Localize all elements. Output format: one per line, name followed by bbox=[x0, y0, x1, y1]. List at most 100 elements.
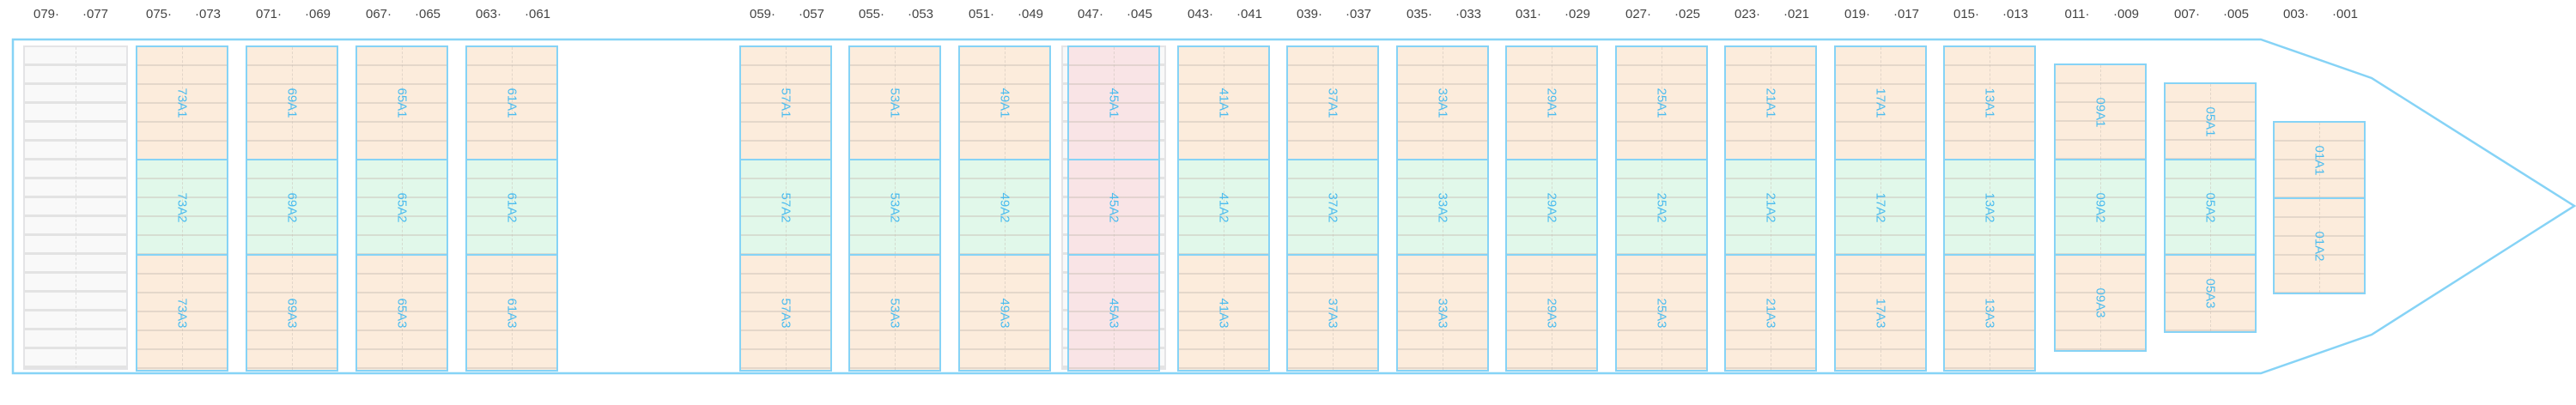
bay-slot[interactable]: 17A2 bbox=[1834, 159, 1927, 256]
slot-centerline bbox=[2319, 123, 2320, 197]
slot-label: 09A3 bbox=[2093, 287, 2108, 318]
bay-slot[interactable]: 61A3 bbox=[465, 254, 558, 372]
slot-label: 05A3 bbox=[2202, 278, 2218, 309]
bay-slot[interactable]: 69A3 bbox=[246, 254, 338, 372]
bay-slot[interactable]: 37A1 bbox=[1286, 45, 1379, 160]
slot-label: 21A1 bbox=[1763, 88, 1778, 118]
bay-slot[interactable]: 29A3 bbox=[1505, 254, 1598, 372]
bay-slot[interactable]: 57A1 bbox=[739, 45, 832, 160]
bay-slot[interactable]: 05A3 bbox=[2164, 254, 2257, 333]
bay-slot[interactable]: 61A2 bbox=[465, 159, 558, 256]
bay-slot[interactable]: 49A1 bbox=[958, 45, 1051, 160]
bay-header-right: ·041 bbox=[1236, 7, 1263, 21]
slot-centerline bbox=[402, 256, 403, 370]
bay-slot[interactable]: 53A3 bbox=[848, 254, 941, 372]
slot-centerline bbox=[2210, 84, 2211, 159]
bay-slot[interactable]: 25A3 bbox=[1615, 254, 1708, 372]
bay-header-left: 031· bbox=[1515, 7, 1542, 21]
slot-label: 25A2 bbox=[1654, 191, 1669, 223]
slot-label: 65A1 bbox=[394, 88, 410, 118]
slot-label: 65A3 bbox=[394, 297, 410, 329]
slot-label: 01A2 bbox=[2312, 230, 2327, 262]
bay-slot[interactable]: 69A2 bbox=[246, 159, 338, 256]
bay-slot[interactable]: 01A2 bbox=[2273, 197, 2366, 294]
slot-label: 57A3 bbox=[778, 297, 793, 329]
bay-slot[interactable]: 13A2 bbox=[1943, 159, 2036, 256]
bay-slot[interactable]: 65A3 bbox=[355, 254, 448, 372]
bay-slot[interactable]: 73A2 bbox=[136, 159, 228, 256]
bay-slot[interactable]: 61A1 bbox=[465, 45, 558, 160]
bay-header-left: 007· bbox=[2173, 7, 2201, 21]
bay-slot[interactable]: 49A3 bbox=[958, 254, 1051, 372]
bay-slot[interactable]: 09A1 bbox=[2054, 63, 2147, 160]
bay-slot[interactable]: 37A3 bbox=[1286, 254, 1379, 372]
slot-centerline bbox=[292, 256, 293, 370]
slot-label: 61A2 bbox=[504, 191, 519, 223]
bay-slot[interactable]: 53A1 bbox=[848, 45, 941, 160]
bay-slot[interactable]: 33A1 bbox=[1396, 45, 1489, 160]
bay-slot[interactable]: 45A1 bbox=[1067, 45, 1160, 160]
bay-slot[interactable]: 05A1 bbox=[2164, 82, 2257, 160]
bay-slot[interactable]: 13A3 bbox=[1943, 254, 2036, 372]
slot-label: 33A2 bbox=[1435, 191, 1450, 223]
slot-label: 37A3 bbox=[1325, 297, 1340, 329]
slot-centerline bbox=[2210, 160, 2211, 254]
slot-centerline bbox=[895, 160, 896, 254]
bay-slot[interactable]: 57A2 bbox=[739, 159, 832, 256]
slot-label: 13A3 bbox=[1982, 297, 1997, 329]
slot-label: 05A2 bbox=[2202, 191, 2218, 223]
bay-slot[interactable]: 41A3 bbox=[1177, 254, 1270, 372]
bay-header-right: ·061 bbox=[524, 7, 551, 21]
bay-slot[interactable]: 29A1 bbox=[1505, 45, 1598, 160]
slot-label: 57A2 bbox=[778, 191, 793, 223]
slot-centerline bbox=[786, 256, 787, 370]
bay-slot[interactable]: 65A2 bbox=[355, 159, 448, 256]
bay-slot[interactable]: 45A3 bbox=[1067, 254, 1160, 372]
bay-header-right: ·037 bbox=[1345, 7, 1372, 21]
bay-slot[interactable]: 05A2 bbox=[2164, 159, 2257, 256]
bay-slot[interactable]: 41A1 bbox=[1177, 45, 1270, 160]
bay-slot[interactable]: 25A2 bbox=[1615, 159, 1708, 256]
slot-label: 73A1 bbox=[174, 88, 190, 118]
slot-centerline bbox=[895, 256, 896, 370]
bay-slot[interactable]: 49A2 bbox=[958, 159, 1051, 256]
slot-label: 25A1 bbox=[1654, 88, 1669, 118]
bay-slot[interactable]: 65A1 bbox=[355, 45, 448, 160]
bay-slot[interactable]: 69A1 bbox=[246, 45, 338, 160]
bay-slot[interactable]: 73A3 bbox=[136, 254, 228, 372]
bay-header-left: 063· bbox=[475, 7, 502, 21]
bay-header-left: 047· bbox=[1077, 7, 1104, 21]
bay-slot[interactable]: 33A3 bbox=[1396, 254, 1489, 372]
bay-slot[interactable]: 21A1 bbox=[1724, 45, 1817, 160]
bay-slot[interactable]: 33A2 bbox=[1396, 159, 1489, 256]
slot-label: 37A2 bbox=[1325, 191, 1340, 223]
slot-label: 09A2 bbox=[2093, 191, 2108, 223]
bay-header-right: ·057 bbox=[798, 7, 825, 21]
slot-label: 49A2 bbox=[997, 191, 1012, 223]
bay-slot[interactable]: 37A2 bbox=[1286, 159, 1379, 256]
empty-bay bbox=[23, 45, 128, 370]
bay-slot[interactable]: 41A2 bbox=[1177, 159, 1270, 256]
bay-header-left: 067· bbox=[365, 7, 392, 21]
bay-slot[interactable]: 21A3 bbox=[1724, 254, 1817, 372]
bay-header-left: 055· bbox=[858, 7, 885, 21]
slot-label: 41A2 bbox=[1216, 191, 1231, 223]
slot-centerline bbox=[1333, 160, 1334, 254]
slot-label: 61A3 bbox=[504, 297, 519, 329]
bay-slot[interactable]: 01A1 bbox=[2273, 121, 2366, 199]
bay-slot[interactable]: 09A3 bbox=[2054, 254, 2147, 352]
bay-slot[interactable]: 13A1 bbox=[1943, 45, 2036, 160]
bay-header-right: ·017 bbox=[1893, 7, 1920, 21]
bay-slot[interactable]: 57A3 bbox=[739, 254, 832, 372]
bay-slot[interactable]: 09A2 bbox=[2054, 159, 2147, 256]
bay-slot[interactable]: 17A1 bbox=[1834, 45, 1927, 160]
slot-centerline bbox=[402, 47, 403, 159]
bay-slot[interactable]: 25A1 bbox=[1615, 45, 1708, 160]
bay-slot[interactable]: 73A1 bbox=[136, 45, 228, 160]
bay-slot[interactable]: 17A3 bbox=[1834, 254, 1927, 372]
bay-slot[interactable]: 45A2 bbox=[1067, 159, 1160, 256]
bay-slot[interactable]: 53A2 bbox=[848, 159, 941, 256]
bay-slot[interactable]: 21A2 bbox=[1724, 159, 1817, 256]
slot-centerline bbox=[512, 160, 513, 254]
bay-slot[interactable]: 29A2 bbox=[1505, 159, 1598, 256]
